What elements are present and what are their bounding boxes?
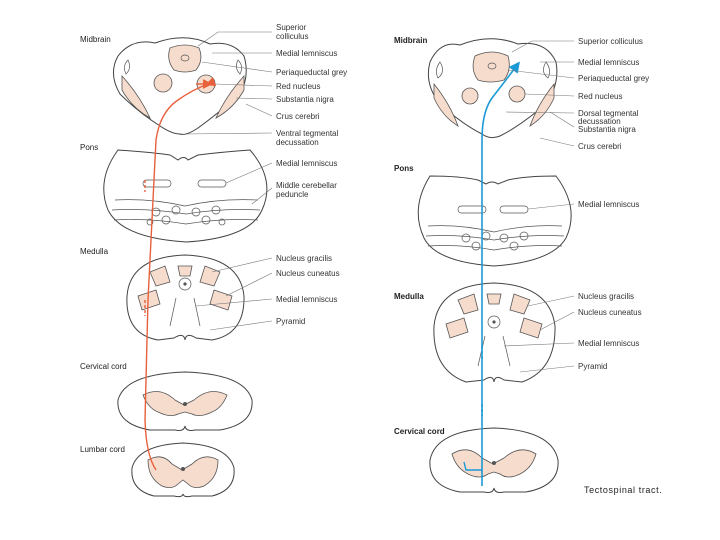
right-tract-path xyxy=(481,61,520,486)
right-pons-section xyxy=(417,175,572,267)
right-red-nucleus-b xyxy=(508,85,526,103)
right-label-pons-medial-lemniscus: Medial lemniscus xyxy=(578,200,639,209)
right-label-medial-lemniscus: Medial lemniscus xyxy=(578,58,639,67)
left-label-crus-cerebri: Crus cerebri xyxy=(276,112,320,121)
right-label-superior-colliculus: Superior colliculus xyxy=(578,37,643,46)
figure-caption: Tectospinal tract. xyxy=(584,485,662,495)
left-label-substantia-nigra: Substantia nigra xyxy=(276,95,334,104)
left-label-nucleus-gracilis: Nucleus gracilis xyxy=(276,254,332,263)
right-label-pyramid: Pyramid xyxy=(578,362,607,371)
left-leader-lines xyxy=(185,31,273,331)
left-level-midbrain: Midbrain xyxy=(80,35,111,44)
left-label-medulla-medial-lemniscus: Medial lemniscus xyxy=(276,295,337,304)
right-label-medulla-medial-lemniscus: Medial lemniscus xyxy=(578,339,639,348)
right-cervical-cord-section xyxy=(429,427,559,493)
left-periaqueductal-grey xyxy=(168,44,202,73)
left-substantia-nigra-b xyxy=(215,74,245,119)
right-medulla-section xyxy=(433,282,556,383)
left-red-nucleus-a xyxy=(153,73,173,93)
left-level-pons: Pons xyxy=(80,143,98,152)
right-label-nucleus-gracilis: Nucleus gracilis xyxy=(578,292,634,301)
right-label-dorsal-tegmental-1: Dorsal tegmental xyxy=(578,109,639,118)
left-pons-section xyxy=(103,149,268,243)
left-level-medulla: Medulla xyxy=(80,247,109,256)
left-panel: Midbrain Pons Medulla Cervical cord Lumb… xyxy=(80,23,347,498)
left-medulla-section xyxy=(126,254,245,341)
left-cervical-cord-section xyxy=(117,371,253,431)
left-label-ventral-tegmental-2: decussation xyxy=(276,138,319,147)
left-label-periaqueductal-grey: Periaqueductal grey xyxy=(276,68,347,77)
left-label-pons-medial-lemniscus: Medial lemniscus xyxy=(276,159,337,168)
right-panel: Midbrain Pons Medulla Cervical cord Supe… xyxy=(394,36,662,495)
right-label-dorsal-tegmental-2: decussation xyxy=(578,117,621,126)
left-label-pyramid: Pyramid xyxy=(276,317,305,326)
left-label-nucleus-cuneatus: Nucleus cuneatus xyxy=(276,269,340,278)
right-midbrain-section xyxy=(427,38,558,139)
left-level-cervical-cord: Cervical cord xyxy=(80,362,127,371)
right-label-red-nucleus: Red nucleus xyxy=(578,92,622,101)
right-level-cervical-cord: Cervical cord xyxy=(394,427,445,436)
left-label-ventral-tegmental-1: Ventral tegmental xyxy=(276,129,338,138)
left-label-red-nucleus: Red nucleus xyxy=(276,82,320,91)
left-label-middle-cerebellar-1: Middle cerebellar xyxy=(276,181,337,190)
left-label-medial-lemniscus: Medial lemniscus xyxy=(276,49,337,58)
left-midbrain-section xyxy=(113,37,247,135)
right-substantia-nigra-b xyxy=(529,82,555,127)
right-label-crus-cerebri: Crus cerebri xyxy=(578,142,622,151)
left-level-lumbar-cord: Lumbar cord xyxy=(80,445,125,454)
right-substantia-nigra-a xyxy=(433,82,459,127)
right-label-nucleus-cuneatus: Nucleus cuneatus xyxy=(578,308,642,317)
right-red-nucleus-a xyxy=(461,87,479,105)
right-periaqueductal-grey xyxy=(472,51,510,83)
left-label-superior-colliculus-1: Superior xyxy=(276,23,307,32)
left-substantia-nigra-a xyxy=(121,74,151,119)
right-level-medulla: Medulla xyxy=(394,292,424,301)
left-label-middle-cerebellar-2: peduncle xyxy=(276,190,309,199)
right-label-periaqueductal-grey: Periaqueductal grey xyxy=(578,74,649,83)
right-level-midbrain: Midbrain xyxy=(394,36,427,45)
left-label-superior-colliculus-2: colliculus xyxy=(276,32,308,41)
right-leader-lines xyxy=(503,40,575,373)
left-lumbar-cord-section xyxy=(131,442,235,498)
left-tract-path xyxy=(144,76,217,471)
right-label-substantia-nigra: Substantia nigra xyxy=(578,125,636,134)
right-level-pons: Pons xyxy=(394,164,414,173)
